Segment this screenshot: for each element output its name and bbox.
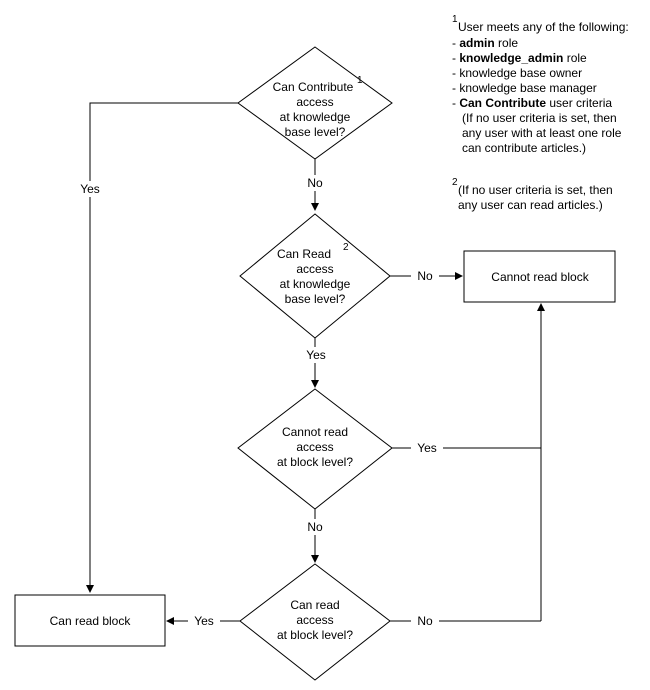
edge-label-contribute-yes: Yes [80, 182, 100, 196]
box-can-read-block-label: Can read block [50, 614, 132, 628]
decision-can-read-block-line-3: at block level? [277, 628, 353, 642]
footnote-1-continuation: (If no user criteria is set, then [462, 111, 617, 125]
footnote-1-item: - knowledge base manager [452, 81, 597, 95]
decision-read-kb: Can Read 2 access at knowledge base leve… [239, 213, 391, 339]
decision-can-read-block-line-1: Can read [290, 598, 339, 612]
decision-contribute-sup: 1 [357, 75, 363, 86]
decision-cannot-read-block-line-2: access [296, 440, 333, 454]
footnote-1-item: - knowledge base owner [452, 66, 582, 80]
decision-contribute: Can Contribute 1 access at knowledge bas… [237, 46, 393, 160]
decision-read-kb-line-3: at knowledge [280, 277, 351, 291]
box-cannot-read-block-label: Cannot read block [491, 270, 589, 284]
decision-contribute-line-2: access [296, 95, 333, 109]
footnote-2-line: (If no user criteria is set, then [458, 183, 613, 197]
footnote-1-continuation: can contribute articles.) [462, 141, 586, 155]
decision-contribute-line-3: at knowledge [280, 110, 351, 124]
footnote-1-sup: 1 [452, 14, 458, 25]
decision-can-read-block: Can read access at block level? [239, 563, 391, 681]
edge-label-read-kb-no: No [417, 269, 433, 283]
decision-read-kb-sup: 2 [343, 242, 349, 253]
edge-contribute-yes-line [86, 102, 238, 593]
footnote-1-item: - admin role [452, 36, 518, 50]
decision-contribute-line-4: base level? [285, 125, 346, 139]
footnote-2-line: any user can read articles.) [458, 198, 603, 212]
decision-read-kb-line-2: access [296, 262, 333, 276]
footnote-1-item: - knowledge_admin role [452, 51, 587, 65]
footnote-1-continuation: any user with at least one role [462, 126, 622, 140]
decision-can-read-block-line-2: access [296, 613, 333, 627]
edge-label-contribute-no: No [307, 176, 323, 190]
footnote-2-sup: 2 [452, 177, 458, 188]
box-can-read-block: Can read block [14, 594, 166, 647]
edge-label-can-block-no: No [417, 614, 433, 628]
decision-cannot-read-block-line-1: Cannot read [282, 425, 348, 439]
decision-contribute-line-1: Can Contribute [273, 80, 354, 94]
edge-label-can-block-yes: Yes [194, 614, 214, 628]
footnote-1-item: - Can Contribute user criteria [452, 96, 612, 110]
footnote-2: 2 (If no user criteria is set, then any … [452, 177, 613, 212]
box-cannot-read-block: Cannot read block [463, 250, 616, 303]
decision-cannot-read-block-line-3: at block level? [277, 455, 353, 469]
footnote-1: 1 User meets any of the following: - adm… [452, 14, 629, 155]
edge-label-read-kb-yes: Yes [306, 348, 326, 362]
footnote-1-heading: User meets any of the following: [458, 20, 629, 34]
decision-read-kb-line-4: base level? [285, 292, 346, 306]
decision-read-kb-line-1: Can Read [277, 247, 331, 261]
edge-label-cannot-block-no: No [307, 520, 323, 534]
edge-label-cannot-block-yes: Yes [417, 441, 437, 455]
decision-cannot-read-block: Cannot read access at block level? [237, 388, 393, 510]
